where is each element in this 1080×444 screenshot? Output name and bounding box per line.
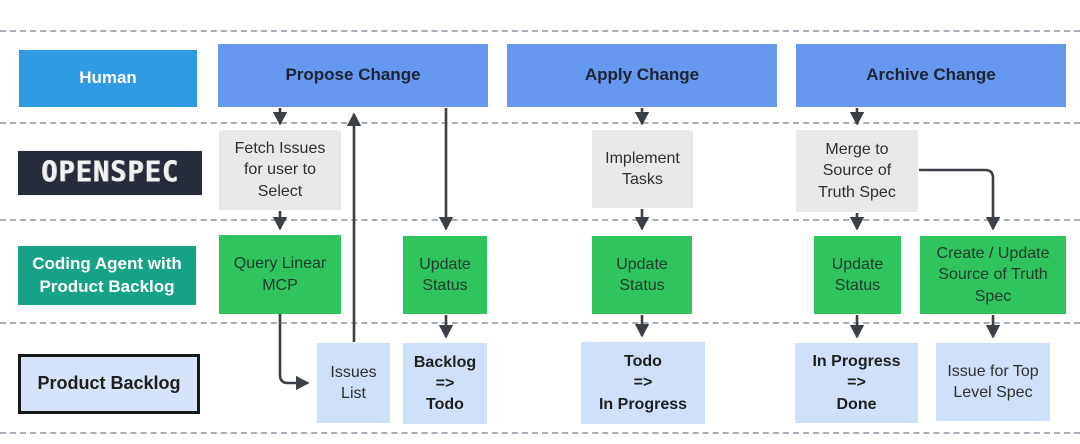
node-issues-list: Issues List bbox=[317, 343, 390, 423]
arrow-query-linear-to-issues-list bbox=[278, 314, 310, 391]
header-archive-change: Archive Change bbox=[796, 44, 1066, 107]
openspec-logo: OPENSPEC bbox=[18, 150, 202, 196]
node-update-status-archive: Update Status bbox=[814, 236, 901, 314]
node-backlog-to-todo: Backlog => Todo bbox=[403, 343, 487, 424]
header-propose-change: Propose Change bbox=[218, 44, 488, 107]
node-update-status-propose: Update Status bbox=[403, 236, 487, 314]
node-merge-to-source-of-truth: Merge to Source of Truth Spec bbox=[796, 130, 918, 212]
node-create-update-source-of-truth: Create / Update Source of Truth Spec bbox=[920, 236, 1066, 314]
lane-divider-bottom bbox=[0, 432, 1080, 434]
node-todo-to-in-progress: Todo => In Progress bbox=[581, 342, 705, 424]
node-update-status-apply: Update Status bbox=[592, 236, 692, 314]
lane-label-human: Human bbox=[19, 50, 197, 107]
lane-divider-top bbox=[0, 30, 1080, 32]
lane-label-product-backlog: Product Backlog bbox=[18, 354, 200, 414]
node-fetch-issues: Fetch Issues for user to Select bbox=[219, 130, 341, 210]
node-implement-tasks: Implement Tasks bbox=[592, 130, 693, 208]
lane-label-coding-agent: Coding Agent with Product Backlog bbox=[18, 246, 196, 305]
node-query-linear-mcp: Query Linear MCP bbox=[219, 235, 341, 314]
lane-divider-openspec-agent bbox=[0, 219, 1080, 221]
node-in-progress-to-done: In Progress => Done bbox=[795, 343, 918, 423]
lane-divider-human-openspec bbox=[0, 122, 1080, 124]
node-issue-for-top-level-spec: Issue for Top Level Spec bbox=[936, 343, 1050, 421]
header-apply-change: Apply Change bbox=[507, 44, 777, 107]
lane-divider-agent-backlog bbox=[0, 322, 1080, 324]
